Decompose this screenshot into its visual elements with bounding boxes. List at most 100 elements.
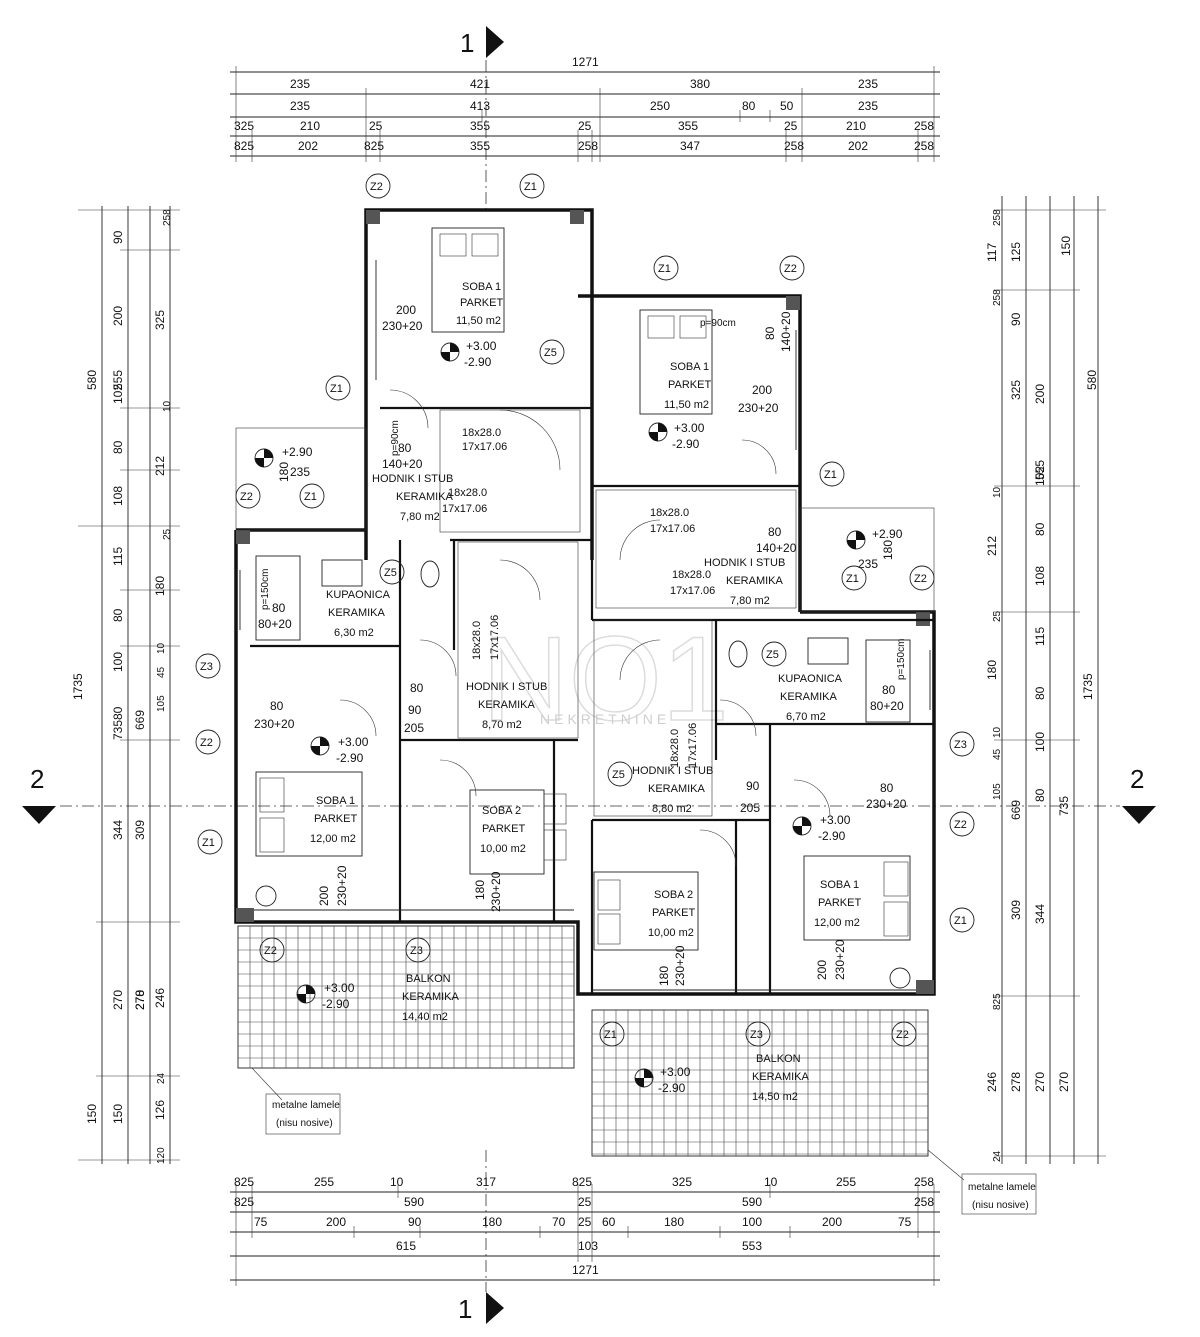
room-floor: KERAMIKA (648, 783, 706, 795)
section-mark-bottom: 1 (458, 1150, 504, 1324)
window-type-tag: Z1 (949, 907, 975, 933)
room-floor: PARKET (668, 379, 711, 391)
section-label-right: 2 (1130, 764, 1144, 794)
dim-bottom: 25 (578, 1195, 592, 1209)
tag-label: Z1 (846, 573, 859, 585)
section-label-left: 2 (30, 764, 44, 794)
dim-top: 258 (914, 139, 934, 153)
dim-bottom: 325 (672, 1175, 692, 1189)
room-floor: PARKET (818, 897, 861, 909)
stairs-rise: 17x17.06 (442, 503, 487, 515)
opening-p150: p=150cm (260, 569, 271, 610)
tag-circle-icon (819, 461, 845, 487)
note-lamele-text: metalne lamele (968, 1182, 1036, 1193)
note-lamele-left: metalne lamele (nisu nosive) (251, 1067, 341, 1135)
section-mark-left: 2 (22, 764, 1120, 824)
dim-top: 825 (364, 139, 384, 153)
dim-left: 180 (153, 576, 167, 596)
stairs-step: 18x28.0 (650, 507, 689, 519)
window-type-tag: Z1 (325, 375, 351, 401)
opening-w90: 90 (408, 703, 422, 717)
room-area: 14,50 m2 (752, 1091, 798, 1103)
level-minus: -2.90 (464, 355, 492, 369)
section-label-top: 1 (460, 28, 474, 58)
tag-circle-icon (891, 1021, 917, 1047)
stairs-rise: 17x17.06 (687, 723, 699, 768)
window-type-tag: Z1 (653, 255, 679, 281)
dim-bottom: 590 (404, 1195, 424, 1209)
room-name: SOBA 1 (462, 281, 501, 293)
dim-right: 344 (1033, 904, 1047, 924)
tag-label: Z1 (202, 837, 215, 849)
opening-w80: 80 (880, 781, 894, 795)
room-name: HODNIK I STUB (372, 473, 453, 485)
window-type-tag: Z3 (949, 731, 975, 757)
tag-circle-icon (195, 729, 221, 755)
stairs-rise: 17x17.06 (462, 441, 507, 453)
window-type-tag: Z1 (519, 173, 545, 199)
room-floor: PARKET (652, 907, 695, 919)
dim-right: 10 (992, 486, 1003, 498)
dim-top: 202 (298, 139, 318, 153)
dim-left: 10 (156, 642, 167, 654)
dimensions-right: 580 1735 555 735 344 270 150 325 200 102… (985, 196, 1106, 1164)
dim-bottom: 590 (742, 1195, 762, 1209)
window-type-tag: Z1 (841, 565, 867, 591)
note-lamele-text: metalne lamele (272, 1100, 340, 1111)
dim-left: 80 (111, 608, 125, 622)
opening-w80: 80 (763, 326, 777, 340)
room-balkon-left: BALKON KERAMIKA 14,40 m2 (402, 973, 460, 1023)
window-type-tag: Z1 (299, 483, 325, 509)
dim-left: 126 (153, 1100, 167, 1120)
dim-right: 200 (1033, 384, 1047, 404)
watermark-text: NO1 (482, 612, 729, 746)
room-area: 11,50 m2 (456, 315, 501, 327)
level-plus: +3.00 (660, 1065, 691, 1079)
tag-circle-icon (379, 559, 405, 585)
shower-icon (255, 555, 301, 641)
tag-circle-icon (405, 937, 431, 963)
window-type-tag: Z3 (195, 653, 221, 679)
tag-label: Z1 (658, 263, 671, 275)
tag-circle-icon (745, 1021, 771, 1047)
dim-left: 669 (133, 710, 147, 730)
level-plus: +3.00 (466, 339, 497, 353)
window-type-tag: Z3 (405, 937, 431, 963)
tag-circle-icon (299, 483, 325, 509)
room-name: KUPAONICA (326, 589, 391, 601)
level-marker: +2.90 (846, 527, 903, 550)
window-type-tag: Z2 (235, 483, 261, 509)
room-balkon-right: BALKON KERAMIKA 14,50 m2 (752, 1053, 810, 1103)
stairs-step: 18x28.0 (448, 487, 487, 499)
room-area: 10,00 m2 (480, 843, 526, 855)
dim-bottom: 25 (578, 1215, 592, 1229)
dim-bottom: 825 (234, 1175, 254, 1189)
tag-label: Z5 (544, 347, 557, 359)
room-soba1-lower-left: SOBA 1 PARKET 12,00 m2 (310, 795, 357, 845)
opening-w230: 230+20 (489, 871, 503, 912)
tag-label: Z2 (240, 491, 253, 503)
dim-top: 355 (678, 119, 698, 133)
tag-circle-icon (949, 811, 975, 837)
opening-w140: 140+20 (382, 457, 423, 471)
dim-bottom: 10 (390, 1175, 404, 1189)
window-type-tag: Z2 (259, 937, 285, 963)
toilet-icon (728, 640, 748, 668)
dim-left: 25 (162, 528, 173, 540)
dim-top: 210 (300, 119, 320, 133)
dim-right: 580 (1085, 370, 1099, 390)
opening-w180: 180 (277, 462, 291, 482)
opening-w205: 205 (404, 721, 424, 735)
tag-circle-icon (949, 731, 975, 757)
tag-label: Z3 (410, 945, 423, 957)
dim-right: 258 (992, 289, 1003, 306)
level-marker: +3.00 -2.90 (296, 981, 355, 1011)
opening-w200: 200 (317, 886, 331, 906)
room-hodnik-upper-left: HODNIK I STUB KERAMIKA 7,80 m2 (372, 473, 454, 523)
dim-left: 258 (162, 209, 173, 226)
dim-right: 105 (992, 783, 1003, 800)
window-type-tag: Z1 (197, 829, 223, 855)
room-soba1-upper-left: SOBA 1 PARKET 11,50 m2 (456, 281, 503, 327)
level-plus: +3.00 (674, 421, 705, 435)
